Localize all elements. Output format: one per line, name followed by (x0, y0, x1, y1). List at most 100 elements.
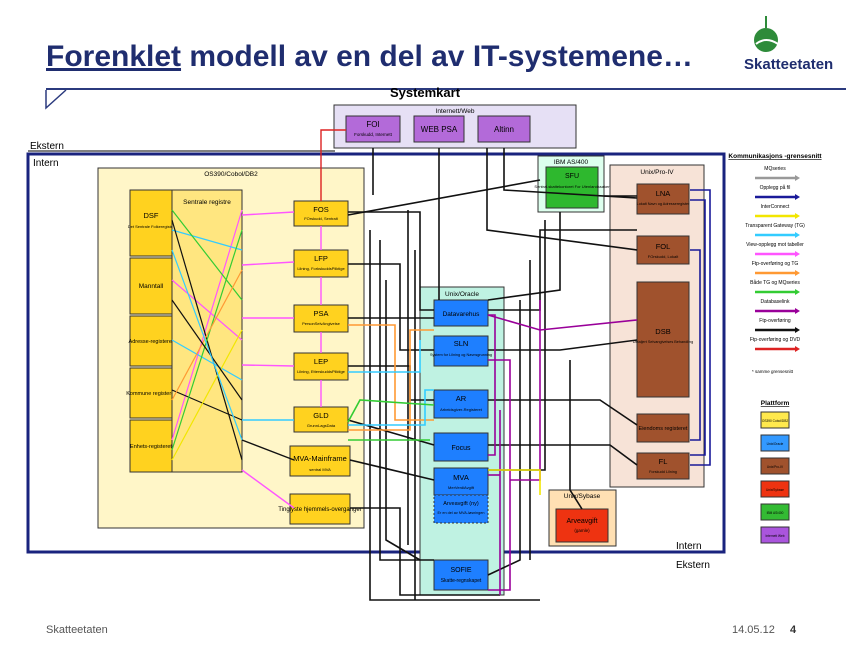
dsf-sub: Det Sentrale Folkeregister (128, 224, 175, 229)
foi-box (345, 115, 401, 143)
legend-label: Opplegg på fil (760, 184, 791, 191)
lfp-box (293, 249, 349, 278)
lna-title: LNA (656, 189, 671, 198)
intern-boundary (26, 152, 726, 554)
legend-arrow-icon (795, 251, 800, 257)
legend-label: Ftp-overføring (759, 318, 791, 324)
os390-label: OS390/Cobol/DB2 (204, 171, 258, 178)
slide-corner-mark (45, 89, 67, 110)
unix-sybase-label: Unix/Sybase (564, 493, 601, 500)
altinn-box (477, 115, 531, 143)
gld-sub: GrunnLagsData (307, 423, 336, 428)
dsb-box (636, 281, 690, 398)
psa-title: PSA (313, 309, 328, 318)
platform-swatch (760, 434, 790, 452)
ar-title: AR (456, 394, 467, 403)
sofie-title: SOFIE (450, 567, 471, 574)
foi-title: FOI (366, 120, 379, 129)
enhets-title: Enhets-registeret (130, 444, 172, 450)
kommune-title: Kommune registeret (126, 391, 176, 397)
title-underlined: Forenklet (46, 40, 182, 73)
platform-label: IBM AS/400 (767, 511, 784, 515)
ekstern-label-top: Ekstern (30, 141, 64, 152)
mva-title: MVA (453, 473, 469, 482)
lep-sub: Lilning, EtterskuddsPliktige (297, 369, 346, 374)
mainframe-connectors (241, 129, 346, 509)
eiendoms-box (636, 413, 690, 443)
tinglyste-title: Tinglyste hjemmels-overganger (278, 507, 361, 513)
sln-sub: System for Lilning og Navnsgrunnlag (430, 353, 492, 357)
fos-box (293, 200, 349, 227)
eiendoms-title: Eiendoms registeret (639, 426, 688, 432)
skatteetaten-logo-icon (754, 16, 779, 52)
legend-label: Databaselink (761, 299, 790, 305)
lfp-title: LFP (314, 254, 328, 263)
internet-web-label: Internett/Web (436, 108, 475, 115)
platform-swatch (760, 480, 790, 498)
arveavgift-gamle-box (555, 508, 609, 543)
lfp-sub: Lilning, ForkskuddsPliktige (297, 266, 345, 271)
fl-sub: Forskudd Lilning (649, 470, 677, 474)
legend-arrow-icon (795, 308, 800, 314)
fos-title: FOS (313, 205, 328, 214)
lna-box (636, 183, 690, 215)
ibm-as400-label: IBM AS/400 (554, 159, 589, 166)
sofie-sub: Skatte-regnskapet (441, 578, 482, 584)
legend-arrow-icon (795, 194, 800, 200)
intern-label-bottom: Intern (676, 541, 702, 552)
platform-list: OS390 Cobol/DB2Unix/OracleUnix/Pro-IVUni… (760, 411, 790, 544)
intern-label-top: Intern (33, 158, 59, 169)
register-fan-lines (171, 209, 243, 461)
platform-swatch (760, 503, 790, 521)
psa-sub: PersonSelvAngivelse (302, 321, 341, 326)
legend-label: Både TG og MQseries (750, 279, 800, 286)
arveavgift-ny-title: Arveavgift (ny) (443, 501, 479, 507)
ekstern-label-bottom: Ekstern (676, 560, 710, 571)
platform-label: Unix/Sybase (766, 488, 784, 492)
legend-arrow-icon (795, 232, 800, 238)
footer-date: 14.05.12 (732, 624, 775, 636)
manntall-box (129, 257, 173, 315)
sfu-sub: Sentral-skattekontoret For Utenlandssake… (534, 184, 610, 189)
legend-label: Transparent Gateway (TG) (745, 223, 805, 229)
dsf-box (129, 189, 173, 257)
connector-network (347, 148, 711, 601)
legend-arrow-icon (795, 327, 800, 333)
fol-sub: FOrskudd, Lokalt (648, 254, 679, 259)
legend-label: MQseries (764, 166, 786, 172)
dsb-title: DSB (655, 327, 670, 336)
focus-title: Focus (451, 445, 471, 452)
fl-title: FL (659, 457, 668, 466)
foi-sub: Forskudd, Internett (354, 132, 393, 137)
legend-label: Ftp-overføring og TG (752, 261, 799, 267)
legend-label: View-opplegg mot tabeller (746, 242, 804, 248)
dsf-title: DSF (144, 211, 159, 220)
tinglyste-box (289, 493, 351, 525)
legend-arrow-icon (795, 346, 800, 352)
kommune-box (129, 367, 173, 419)
logo-text: Skatteetaten (744, 56, 834, 73)
footer-org: Skatteetaten (46, 624, 108, 636)
sofie-box (433, 559, 489, 591)
fol-title: FOL (656, 242, 671, 251)
mva-mainframe-sub: sentral MVA (309, 467, 331, 472)
arveavgift-ny-sub: Er en del av MVA-løsningen (438, 511, 485, 515)
slide-title: Forenklet modell av en del av IT-systeme… (46, 40, 693, 74)
web-psa-box (413, 115, 465, 143)
arveavgift-ny-box (433, 494, 489, 524)
adresse-title: Adresse-registeret (129, 339, 174, 345)
fl-box (636, 452, 690, 480)
platform-label: Internett Web (765, 534, 784, 538)
gld-title: GLD (313, 411, 329, 420)
arveavgift-gamle-sub: (gamle) (574, 528, 590, 533)
web-psa-title: WEB PSA (421, 125, 458, 134)
platform-swatch (760, 411, 790, 429)
lep-box (293, 352, 349, 381)
sfu-title: SFU (565, 173, 579, 180)
mva-sub: MerVerdiAvgift (448, 485, 475, 490)
legend-arrow-icon (795, 175, 800, 181)
legend-label: InterConnect (761, 204, 790, 210)
legend-note: * samme grensesnitt (752, 369, 794, 374)
